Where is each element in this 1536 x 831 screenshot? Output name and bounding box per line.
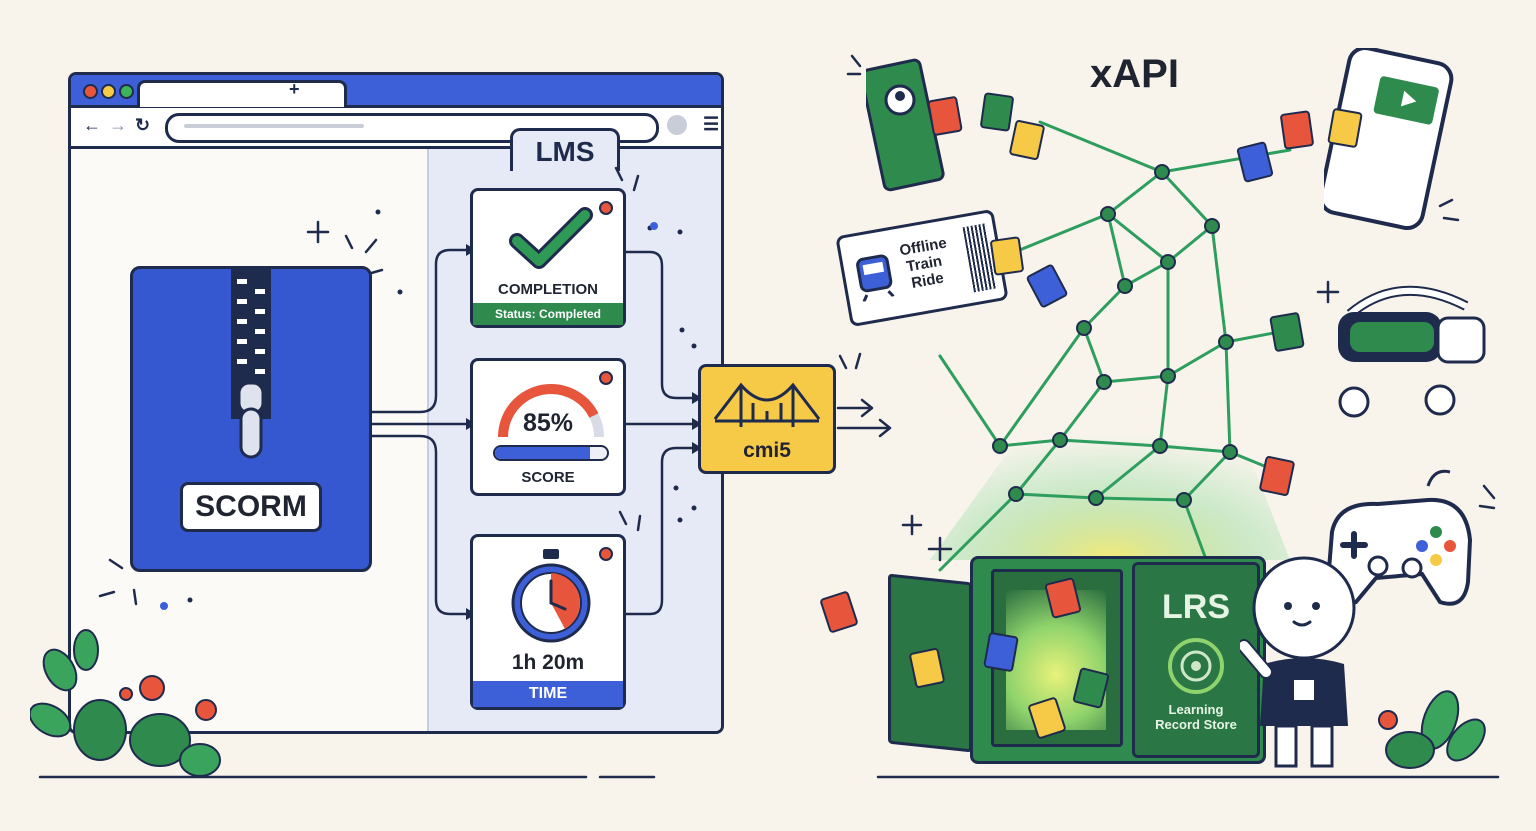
video-badge-2 <box>1269 311 1305 353</box>
back-arrow-icon[interactable]: ← <box>83 115 101 135</box>
mascot-character <box>1240 556 1356 768</box>
lrs-subtitle-2: Record Store <box>1155 717 1237 732</box>
train-icon <box>856 254 895 303</box>
scorm-package-box <box>130 266 372 572</box>
close-window-dot[interactable] <box>83 84 98 99</box>
stopwatch-icon <box>511 549 591 643</box>
browser-tab[interactable] <box>137 80 347 107</box>
answered-quiz-badge-3 <box>989 236 1025 276</box>
maximize-window-dot[interactable] <box>119 84 134 99</box>
score-label: SCORE <box>521 469 575 486</box>
plant-left-icon <box>30 629 221 777</box>
score-progress-fill <box>495 447 591 459</box>
cmi5-bridge-box: cmi5 <box>698 364 836 474</box>
video-badge <box>979 92 1015 132</box>
score-gauge-icon <box>498 384 604 438</box>
notification-dot <box>599 371 613 385</box>
new-tab-icon[interactable]: + <box>289 79 300 99</box>
scorm-label: SCORM <box>180 482 322 532</box>
safe-dial-icon <box>1168 638 1224 694</box>
forward-arrow-icon[interactable]: → <box>109 115 127 135</box>
browser-nav-row: ← → ↻ ☰ <box>71 108 721 149</box>
notification-dot <box>599 201 613 215</box>
lrs-title: LRS <box>1162 588 1230 626</box>
completion-card: COMPLETION Status: Completed <box>470 188 626 328</box>
offline-train-ticket: Offline Train Ride <box>835 208 1009 328</box>
completion-label: COMPLETION <box>498 281 598 298</box>
time-card: 1h 20m TIME <box>470 534 626 710</box>
time-value: 1h 20m <box>511 651 585 674</box>
browser-title-bar: + <box>71 75 721 108</box>
bridge-icon <box>713 382 821 427</box>
checkmark-icon <box>509 207 593 269</box>
quiz-badge-blue-3 <box>983 631 1019 673</box>
plant-right-icon <box>1378 690 1486 769</box>
score-progress-bar <box>493 445 609 461</box>
lrs-subtitle-1: Learning <box>1168 702 1224 717</box>
completion-status: Status: Completed <box>473 303 623 325</box>
minimize-window-dot[interactable] <box>101 84 116 99</box>
smartphone-icon <box>1324 48 1454 230</box>
score-value: 85% <box>522 409 574 437</box>
hamburger-menu-icon[interactable]: ☰ <box>703 114 720 134</box>
profile-icon[interactable] <box>667 115 687 135</box>
zipper-icon <box>231 269 271 459</box>
xapi-title: xAPI <box>1090 52 1179 96</box>
lms-title: LMS <box>510 128 620 171</box>
cmi5-label: cmi5 <box>743 439 791 462</box>
notification-dot <box>599 547 613 561</box>
vr-headset-icon <box>1338 285 1486 418</box>
game-controller-icon <box>1325 469 1473 607</box>
time-label: TIME <box>473 681 623 707</box>
score-card: 85% SCORE <box>470 358 626 496</box>
reload-icon[interactable]: ↻ <box>135 115 151 135</box>
watched-video-badge <box>927 95 963 137</box>
simulated-rider-badge <box>1279 110 1315 150</box>
answered-quiz-badge-2 <box>1327 107 1363 149</box>
